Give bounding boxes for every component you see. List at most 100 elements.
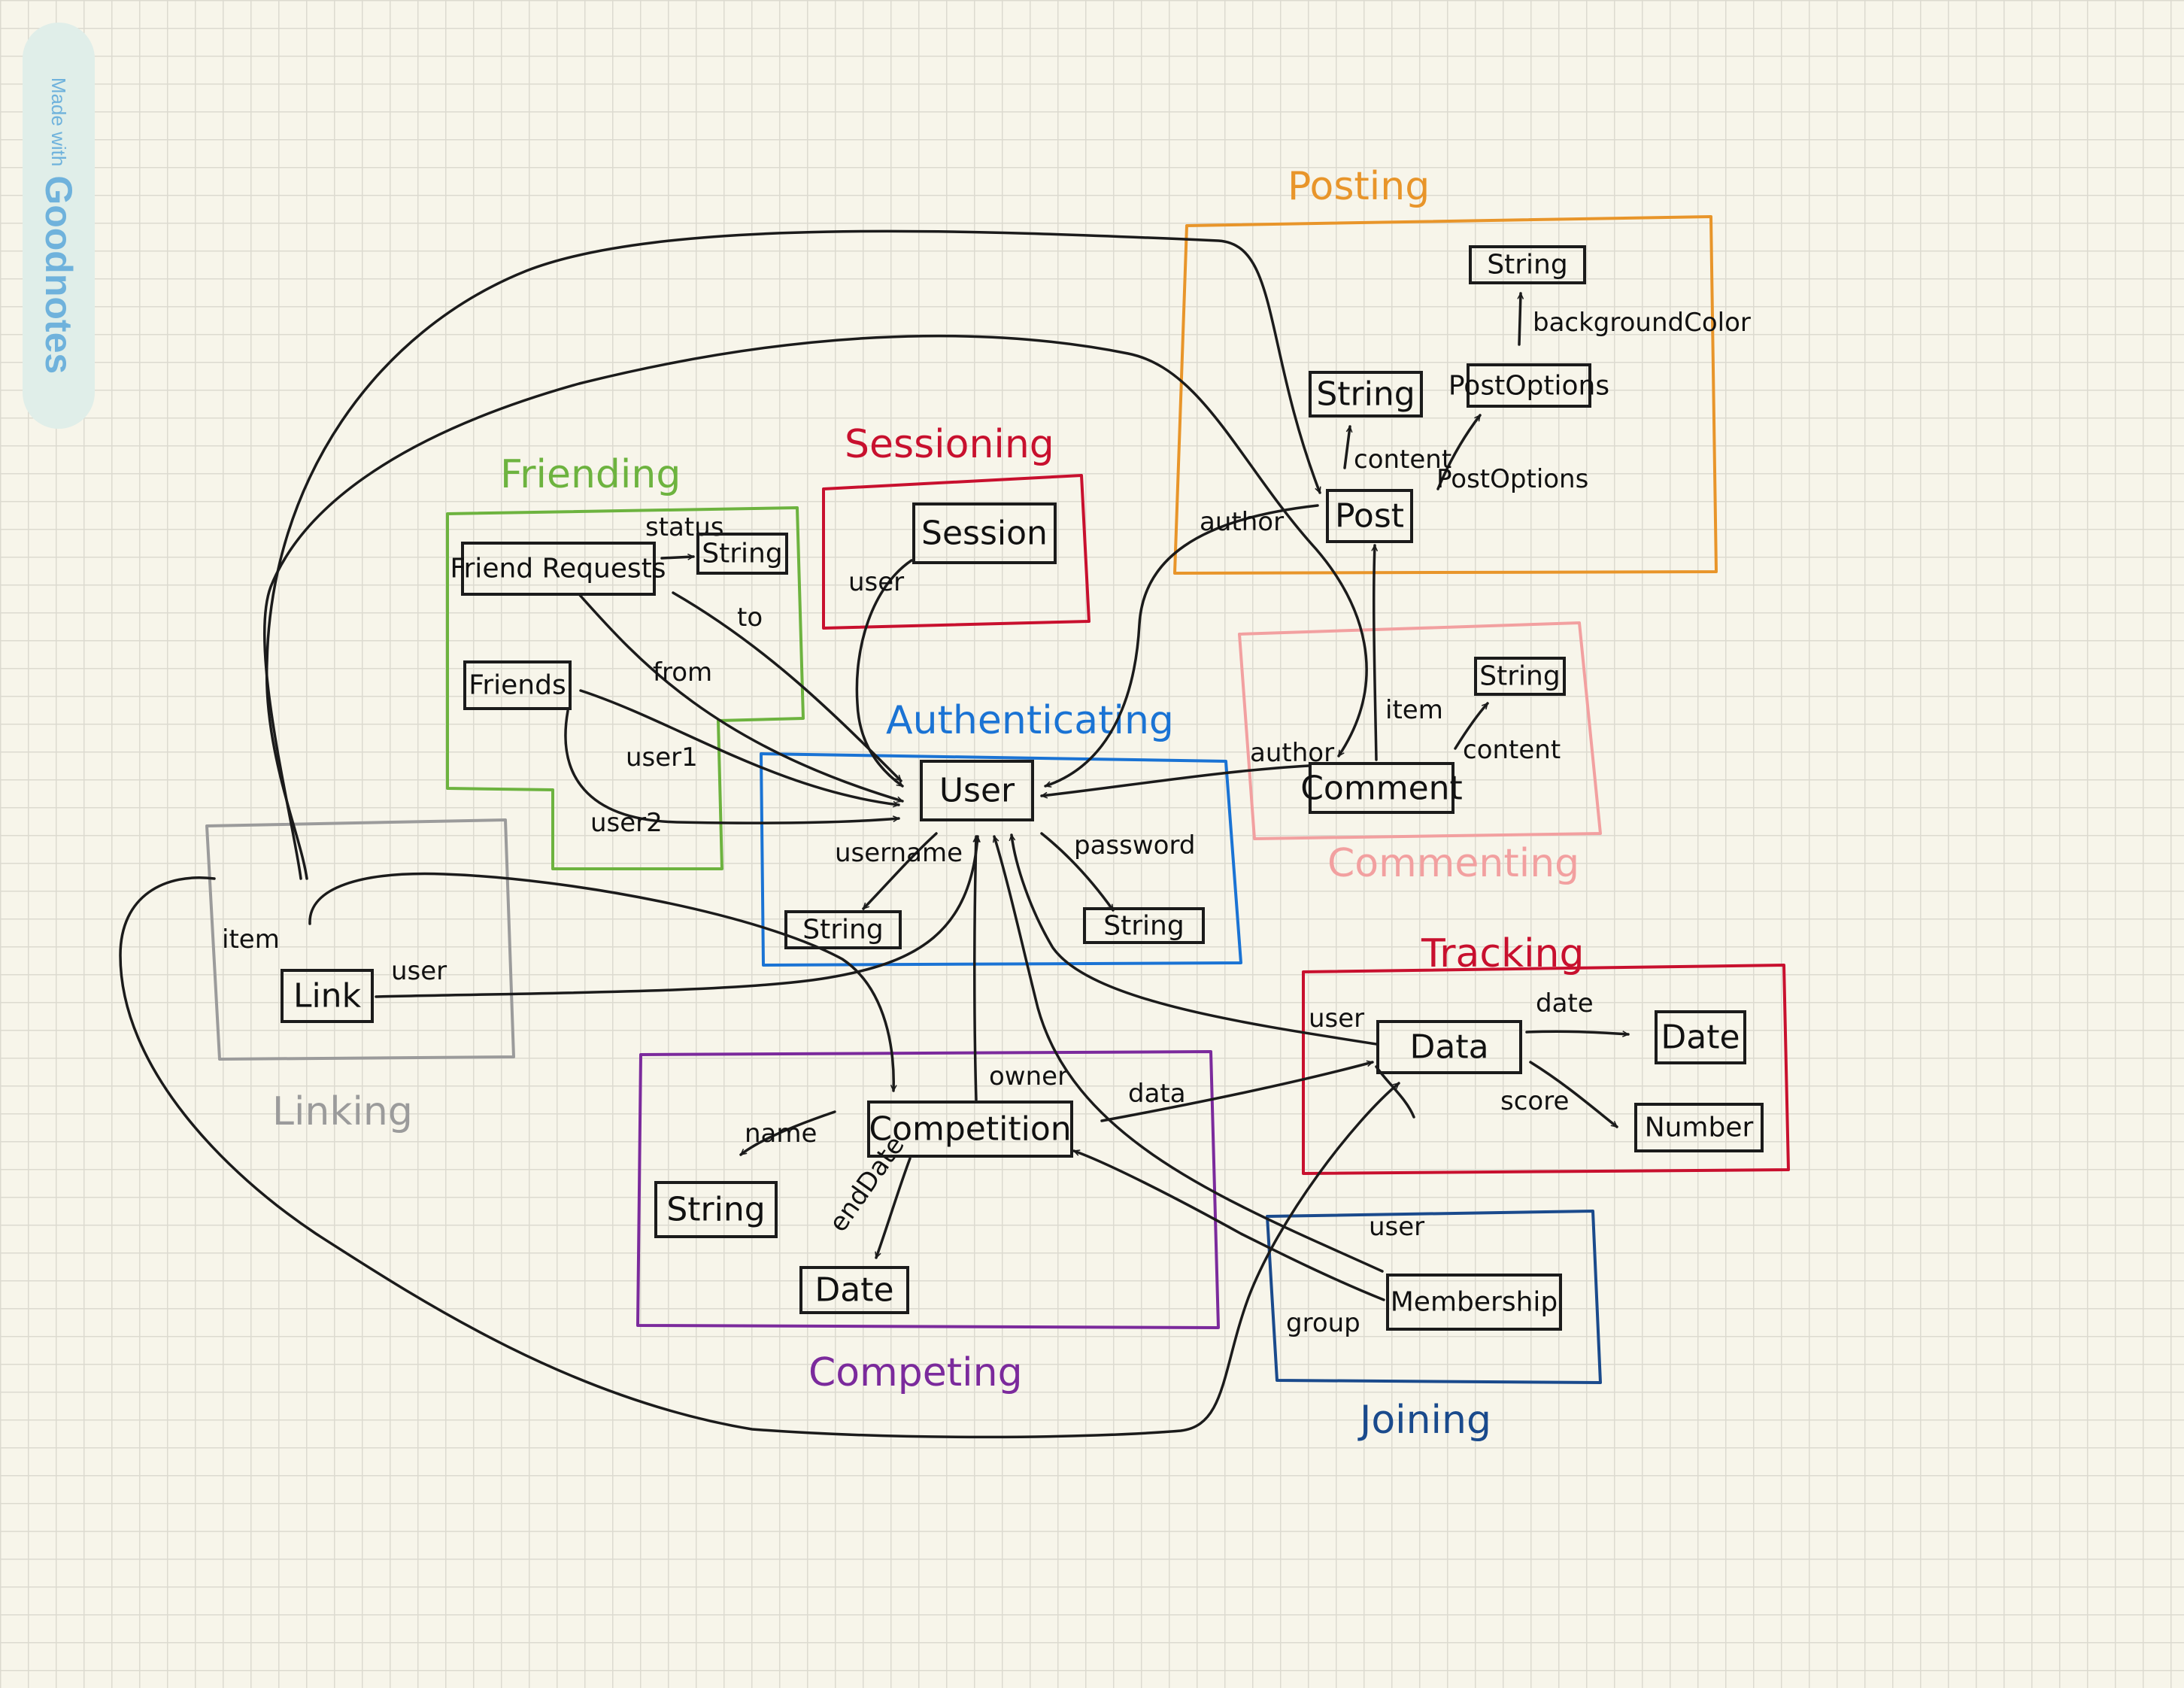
edge-comment-author [1040,764,1310,796]
edge-label-post-author: author [1200,507,1284,537]
commenting-label: Commenting [1327,841,1579,886]
edge-label-comment-content: content [1463,735,1561,765]
node-post-content-string: String [1316,375,1415,414]
node-competition: Competition [869,1110,1071,1149]
posting-group-box [1173,215,1718,575]
tracking-group-box [1302,964,1790,1175]
edge-label-name: name [745,1119,817,1149]
node-username-string: String [802,915,883,946]
node-session-box [912,502,1057,564]
edge-label-membership-user: user [1369,1212,1424,1242]
edge-user2 [564,709,900,824]
edge-date [1525,1030,1630,1034]
edge-label-post-content: content [1354,445,1451,475]
node-friend-requests: Friend Requests [450,554,666,584]
edge-label-background-color: backgroundColor [1533,308,1751,338]
edge-label-status: status [645,512,723,542]
node-password-string-box [1083,907,1205,944]
edge-label-owner: owner [989,1061,1068,1091]
node-link: Link [293,977,362,1016]
goodnotes-watermark: Made with Goodnotes [23,23,95,429]
node-session: Session [921,515,1048,553]
linking-label: Linking [272,1089,413,1134]
edge-membership-group [1072,1151,1385,1301]
node-data-box [1376,1020,1522,1074]
node-post-options-box [1467,363,1591,408]
edge-label-username: username [835,838,963,868]
edge-post-options [1436,414,1482,490]
edge-background-color [1519,292,1521,346]
node-fr-status-string: String [702,539,782,569]
node-friends: Friends [469,670,566,701]
friending-label: Friending [500,452,681,497]
edge-comment-content [1454,702,1489,750]
sessioning-label: Sessioning [845,422,1054,467]
edge-label-session-user: user [848,567,904,597]
edge-label-score: score [1500,1086,1569,1116]
edge-membership-user [994,835,1384,1273]
edge-owner [975,835,976,1101]
edge-label-user1: user1 [626,742,698,773]
edge-label-date: date [1536,988,1594,1019]
node-post-options: PostOptions [1448,371,1609,402]
node-tracking-date-box [1655,1010,1746,1064]
node-link-box [281,969,374,1023]
edge-label-comment-item: item [1385,695,1443,725]
node-post-content-string-box [1309,371,1423,417]
edge-data-membership-hook [1375,1065,1415,1119]
node-post-bg-string: String [1487,250,1567,281]
node-friends-box [463,660,572,710]
authenticating-group-box [760,752,1242,967]
node-post-box [1326,489,1413,543]
edge-label-link-item: item [222,924,280,955]
node-comment-content-string-box [1474,657,1566,696]
edge-label-link-user: user [391,956,447,986]
tracking-label: Tracking [1421,931,1584,976]
node-comp-end-date: Date [814,1271,893,1310]
edge-label-post-options: PostOptions [1436,464,1588,494]
node-username-string-box [784,910,902,949]
posting-label: Posting [1288,164,1430,209]
node-user: User [939,772,1015,810]
node-number-box [1634,1103,1764,1152]
edge-label-password: password [1074,830,1195,861]
edge-from [578,593,904,801]
node-comp-end-date-box [799,1266,909,1314]
edge-label-membership-group: group [1286,1308,1360,1338]
edge-data [1100,1062,1374,1122]
node-number: Number [1645,1113,1754,1143]
node-comp-name-string-box [654,1181,778,1238]
competing-group-box [636,1050,1220,1329]
edge-link-item-2 [262,334,1368,880]
edge-link-competition [308,872,893,1092]
edge-link-big-loop [119,876,1400,1439]
node-data: Data [1409,1028,1488,1067]
joining-label: Joining [1357,1398,1491,1443]
node-post: Post [1335,497,1404,536]
edge-name [739,1110,836,1156]
edge-label-to: to [737,603,763,633]
edge-user1 [579,689,900,805]
friending-group-box [446,506,805,870]
node-comp-name-string: String [666,1191,765,1229]
edge-to [672,591,902,782]
node-competition-box [867,1101,1073,1158]
edge-label-data-user: user [1309,1003,1364,1034]
node-post-bg-string-box [1469,245,1586,284]
authenticating-label: Authenticating [886,698,1174,743]
edge-data-user [1012,833,1378,1046]
edge-post-author [1044,504,1319,786]
edge-end-date [876,1157,912,1259]
node-tracking-date: Date [1661,1019,1740,1057]
edge-score [1529,1061,1618,1128]
joining-group-box [1266,1210,1602,1384]
edge-password [1040,832,1115,912]
sessioning-group-box [822,474,1090,630]
edge-label-from: from [653,657,712,688]
edge-label-user2: user2 [590,808,663,838]
node-membership: Membership [1391,1287,1558,1318]
edge-link-user [375,835,978,998]
node-password-string: String [1103,911,1184,942]
edge-session-user [855,559,913,788]
